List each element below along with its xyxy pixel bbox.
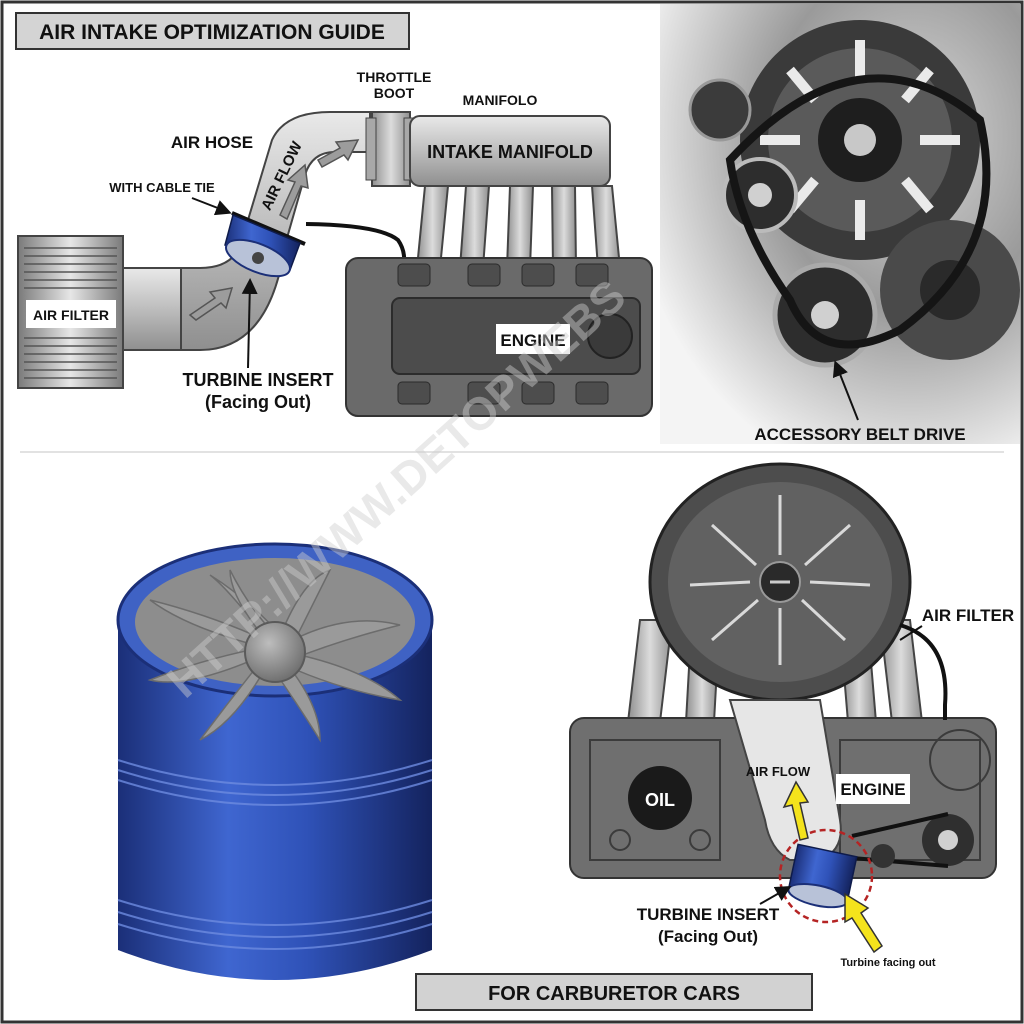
footer-banner: FOR CARBURETOR CARS: [415, 973, 813, 1011]
turbine-pointer-bottom: [759, 886, 792, 905]
turbine-insert-label-top: TURBINE INSERT: [182, 370, 333, 390]
flow-arrows-top: [188, 139, 360, 321]
engine-label-top: ENGINE: [500, 331, 565, 350]
page-title: AIR INTAKE OPTIMIZATION GUIDE: [39, 21, 385, 44]
air-filter-pointer-bottom: [899, 625, 923, 641]
facing-out-label-bottom: (Facing Out): [658, 927, 758, 946]
intake-manifold-label: INTAKE MANIFOLD: [427, 142, 593, 162]
yellow-flow-arrow-lower: [844, 892, 884, 954]
engine-label-bottom: ENGINE: [840, 780, 905, 799]
turbine-insert-top: [224, 213, 301, 278]
accessory-belt-label: ACCESSORY BELT DRIVE: [754, 425, 965, 444]
engine-block-top: ENGINE: [345, 257, 653, 417]
throttle-boot-label-2: BOOT: [374, 85, 415, 101]
cable-tie-label: WITH CABLE TIE: [109, 180, 215, 195]
facing-out-label-top: (Facing Out): [205, 392, 311, 412]
accessory-belt-photo: [660, 4, 1020, 444]
air-filter-label: AIR FILTER: [33, 307, 109, 323]
turbine-product: [116, 542, 434, 980]
title-banner: AIR INTAKE OPTIMIZATION GUIDE: [15, 12, 410, 50]
turbine-pointer-top: [241, 278, 258, 369]
oil-label: OIL: [645, 790, 675, 810]
air-flow-label-bottom: AIR FLOW: [746, 764, 811, 779]
throttle-boot-label-1: THROTTLE: [357, 69, 432, 85]
air-hose-label: AIR HOSE: [171, 133, 253, 152]
footer-banner-label: FOR CARBURETOR CARS: [488, 983, 740, 1005]
cable-tie-pointer: [191, 197, 232, 216]
manifolo-label: MANIFOLO: [463, 92, 538, 108]
air-filter-top: AIR FILTER: [17, 235, 124, 389]
air-filter-label-bottom: AIR FILTER: [922, 606, 1014, 625]
belt-pointer: [832, 360, 859, 421]
cable-tie: [231, 211, 306, 246]
turbine-facing-out-note: Turbine facing out: [840, 957, 935, 969]
vacuum-hose: [305, 222, 407, 263]
turbine-insert-label-bottom: TURBINE INSERT: [637, 905, 780, 924]
yellow-flow-arrow-upper: [782, 780, 810, 841]
carburetor-diagram: OIL ENGINE AIR FLOW: [569, 462, 997, 954]
intake-manifold: INTAKE MANIFOLD: [365, 111, 622, 269]
